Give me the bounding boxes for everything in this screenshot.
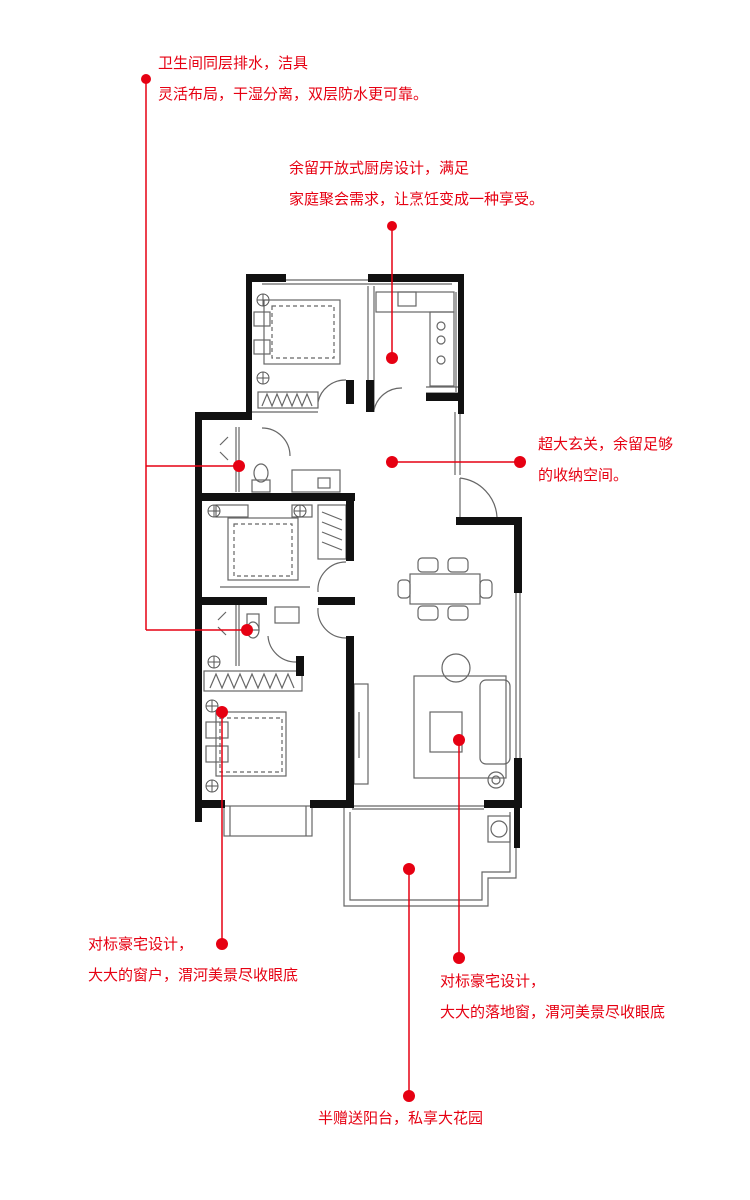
callout-line: 卫生间同层排水，洁具 — [158, 54, 309, 72]
dot-bedroom-window — [216, 706, 228, 718]
dot-foyer-right — [514, 456, 526, 468]
dot-bathroom-top — [141, 74, 151, 84]
callout-line: 大大的窗户，渭河美景尽收眼底 — [88, 966, 299, 984]
callout-line: 超大玄关，余留足够 — [538, 435, 674, 453]
callout-kitchen: 余留开放式厨房设计，满足 家庭聚会需求，让烹饪变成一种享受。 — [289, 153, 544, 215]
callout-line: 余留开放式厨房设计，满足 — [289, 159, 470, 177]
callout-foyer: 超大玄关，余留足够 的收纳空间。 — [538, 429, 673, 491]
callout-dots — [141, 74, 526, 1102]
callout-line: 的收纳空间。 — [538, 466, 629, 484]
exterior-walls — [195, 274, 522, 848]
dot-balcony — [403, 863, 415, 875]
dot-living-window — [453, 734, 465, 746]
fixture-symbols — [205, 293, 307, 793]
callout-line: 对标豪宅设计， — [440, 972, 546, 990]
callout-line: 半赠送阳台，私享大花园 — [318, 1109, 484, 1127]
dot-foyer-left — [386, 456, 398, 468]
dot-bathroom-1 — [233, 460, 245, 472]
callout-line: 灵活布局，干湿分离，双层防水更可靠。 — [158, 85, 429, 103]
dot-living-window-end — [453, 952, 465, 964]
dot-kitchen — [386, 352, 398, 364]
callout-balcony: 半赠送阳台，私享大花园 — [318, 1103, 483, 1134]
dot-bedroom-window-end — [216, 938, 228, 950]
dot-bathroom-2 — [241, 624, 253, 636]
callout-bedroom-window: 对标豪宅设计， 大大的窗户，渭河美景尽收眼底 — [88, 929, 298, 991]
dot-balcony-end — [403, 1090, 415, 1102]
callout-leaders — [145, 79, 520, 1096]
callout-line: 大大的落地窗，渭河美景尽收眼底 — [440, 1003, 666, 1021]
callout-line: 家庭聚会需求，让烹饪变成一种享受。 — [289, 190, 545, 208]
dot-kitchen-top — [387, 221, 397, 231]
callout-living-window: 对标豪宅设计， 大大的落地窗，渭河美景尽收眼底 — [440, 966, 665, 1028]
callout-line: 对标豪宅设计， — [88, 935, 194, 953]
callout-bathroom: 卫生间同层排水，洁具 灵活布局，干湿分离，双层防水更可靠。 — [158, 48, 428, 110]
interior-partitions — [203, 279, 521, 907]
